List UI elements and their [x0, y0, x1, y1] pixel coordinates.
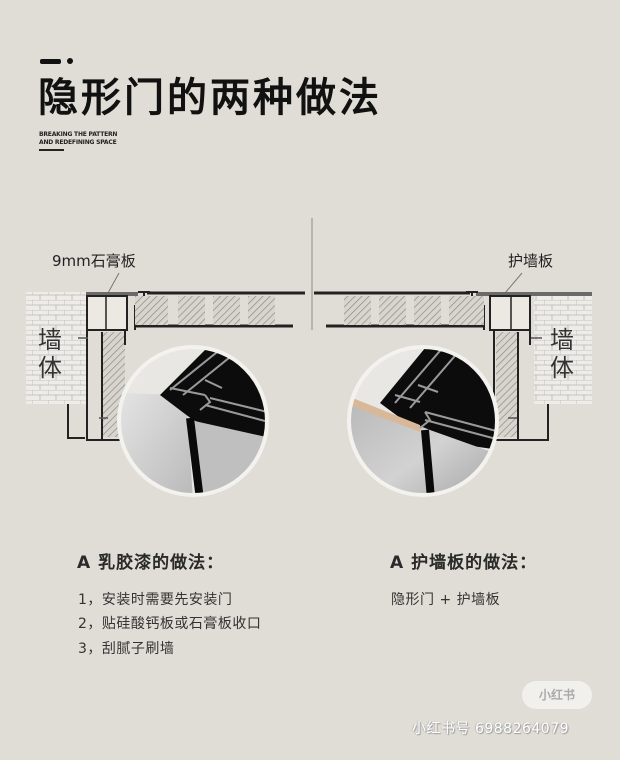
latex-method-step-1: 1，安装时需要先安装门 [78, 592, 233, 608]
right-wall-label-bottom: 体 [550, 354, 574, 382]
brick-wall [534, 292, 592, 404]
page-subtitle: BREAKING THE PATTERN AND REDEFINING SPAC… [39, 131, 119, 147]
section-dash [40, 59, 61, 64]
latex-method-step-2: 2，贴硅酸钙板或石膏板收口 [78, 616, 262, 632]
left-wall-label-top: 墙 [38, 326, 62, 354]
right-detail-photo [349, 347, 497, 495]
subtitle-underline [39, 149, 64, 151]
latex-method-step-3: 3，刮腻子刷墙 [78, 641, 175, 657]
wall-panel-method-title: A 护墙板的做法： [390, 553, 538, 573]
latex-paint-method-title: A 乳胶漆的做法： [77, 553, 225, 573]
subtitle-line-1: BREAKING THE PATTERN [39, 131, 118, 138]
center-divider [311, 218, 313, 330]
right-wall-label-top: 墙 [550, 326, 574, 354]
gypsum-board-label: 9mm石膏板 [52, 252, 136, 270]
wall-panel-label: 护墙板 [508, 252, 554, 270]
left-wall-label-bottom: 体 [38, 354, 62, 382]
account-watermark: 小红书号 6988264079 [412, 721, 570, 737]
subtitle-line-2: AND REDEFINING SPACE [39, 139, 117, 146]
brick-wall [26, 292, 86, 404]
xiaohongshu-badge: 小红书 [522, 681, 592, 709]
page-title: 隐形门的两种做法 [38, 75, 382, 121]
wall-panel-method-step: 隐形门 + 护墙板 [391, 592, 501, 608]
section-dot [67, 58, 73, 64]
